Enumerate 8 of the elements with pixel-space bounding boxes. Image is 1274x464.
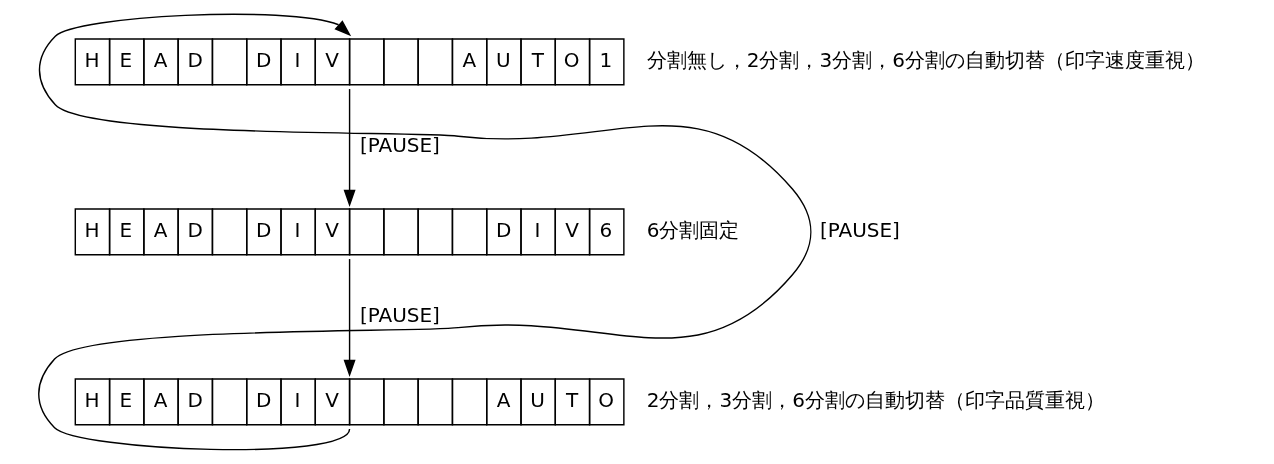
node-label: 分割無し，2分割，3分割，6分割の自動切替（印字速度重視） bbox=[646, 48, 1205, 73]
node-label: 6分割固定 bbox=[646, 218, 740, 243]
edge-label: [PAUSE] bbox=[359, 303, 440, 328]
edge-label: [PAUSE] bbox=[819, 218, 900, 243]
arrow bbox=[343, 88, 356, 207]
node-label: 2分割，3分割，6分割の自動切替（印字品質重視） bbox=[646, 388, 1105, 413]
edge-label: [PAUSE] bbox=[359, 133, 440, 158]
arrow bbox=[343, 258, 356, 377]
